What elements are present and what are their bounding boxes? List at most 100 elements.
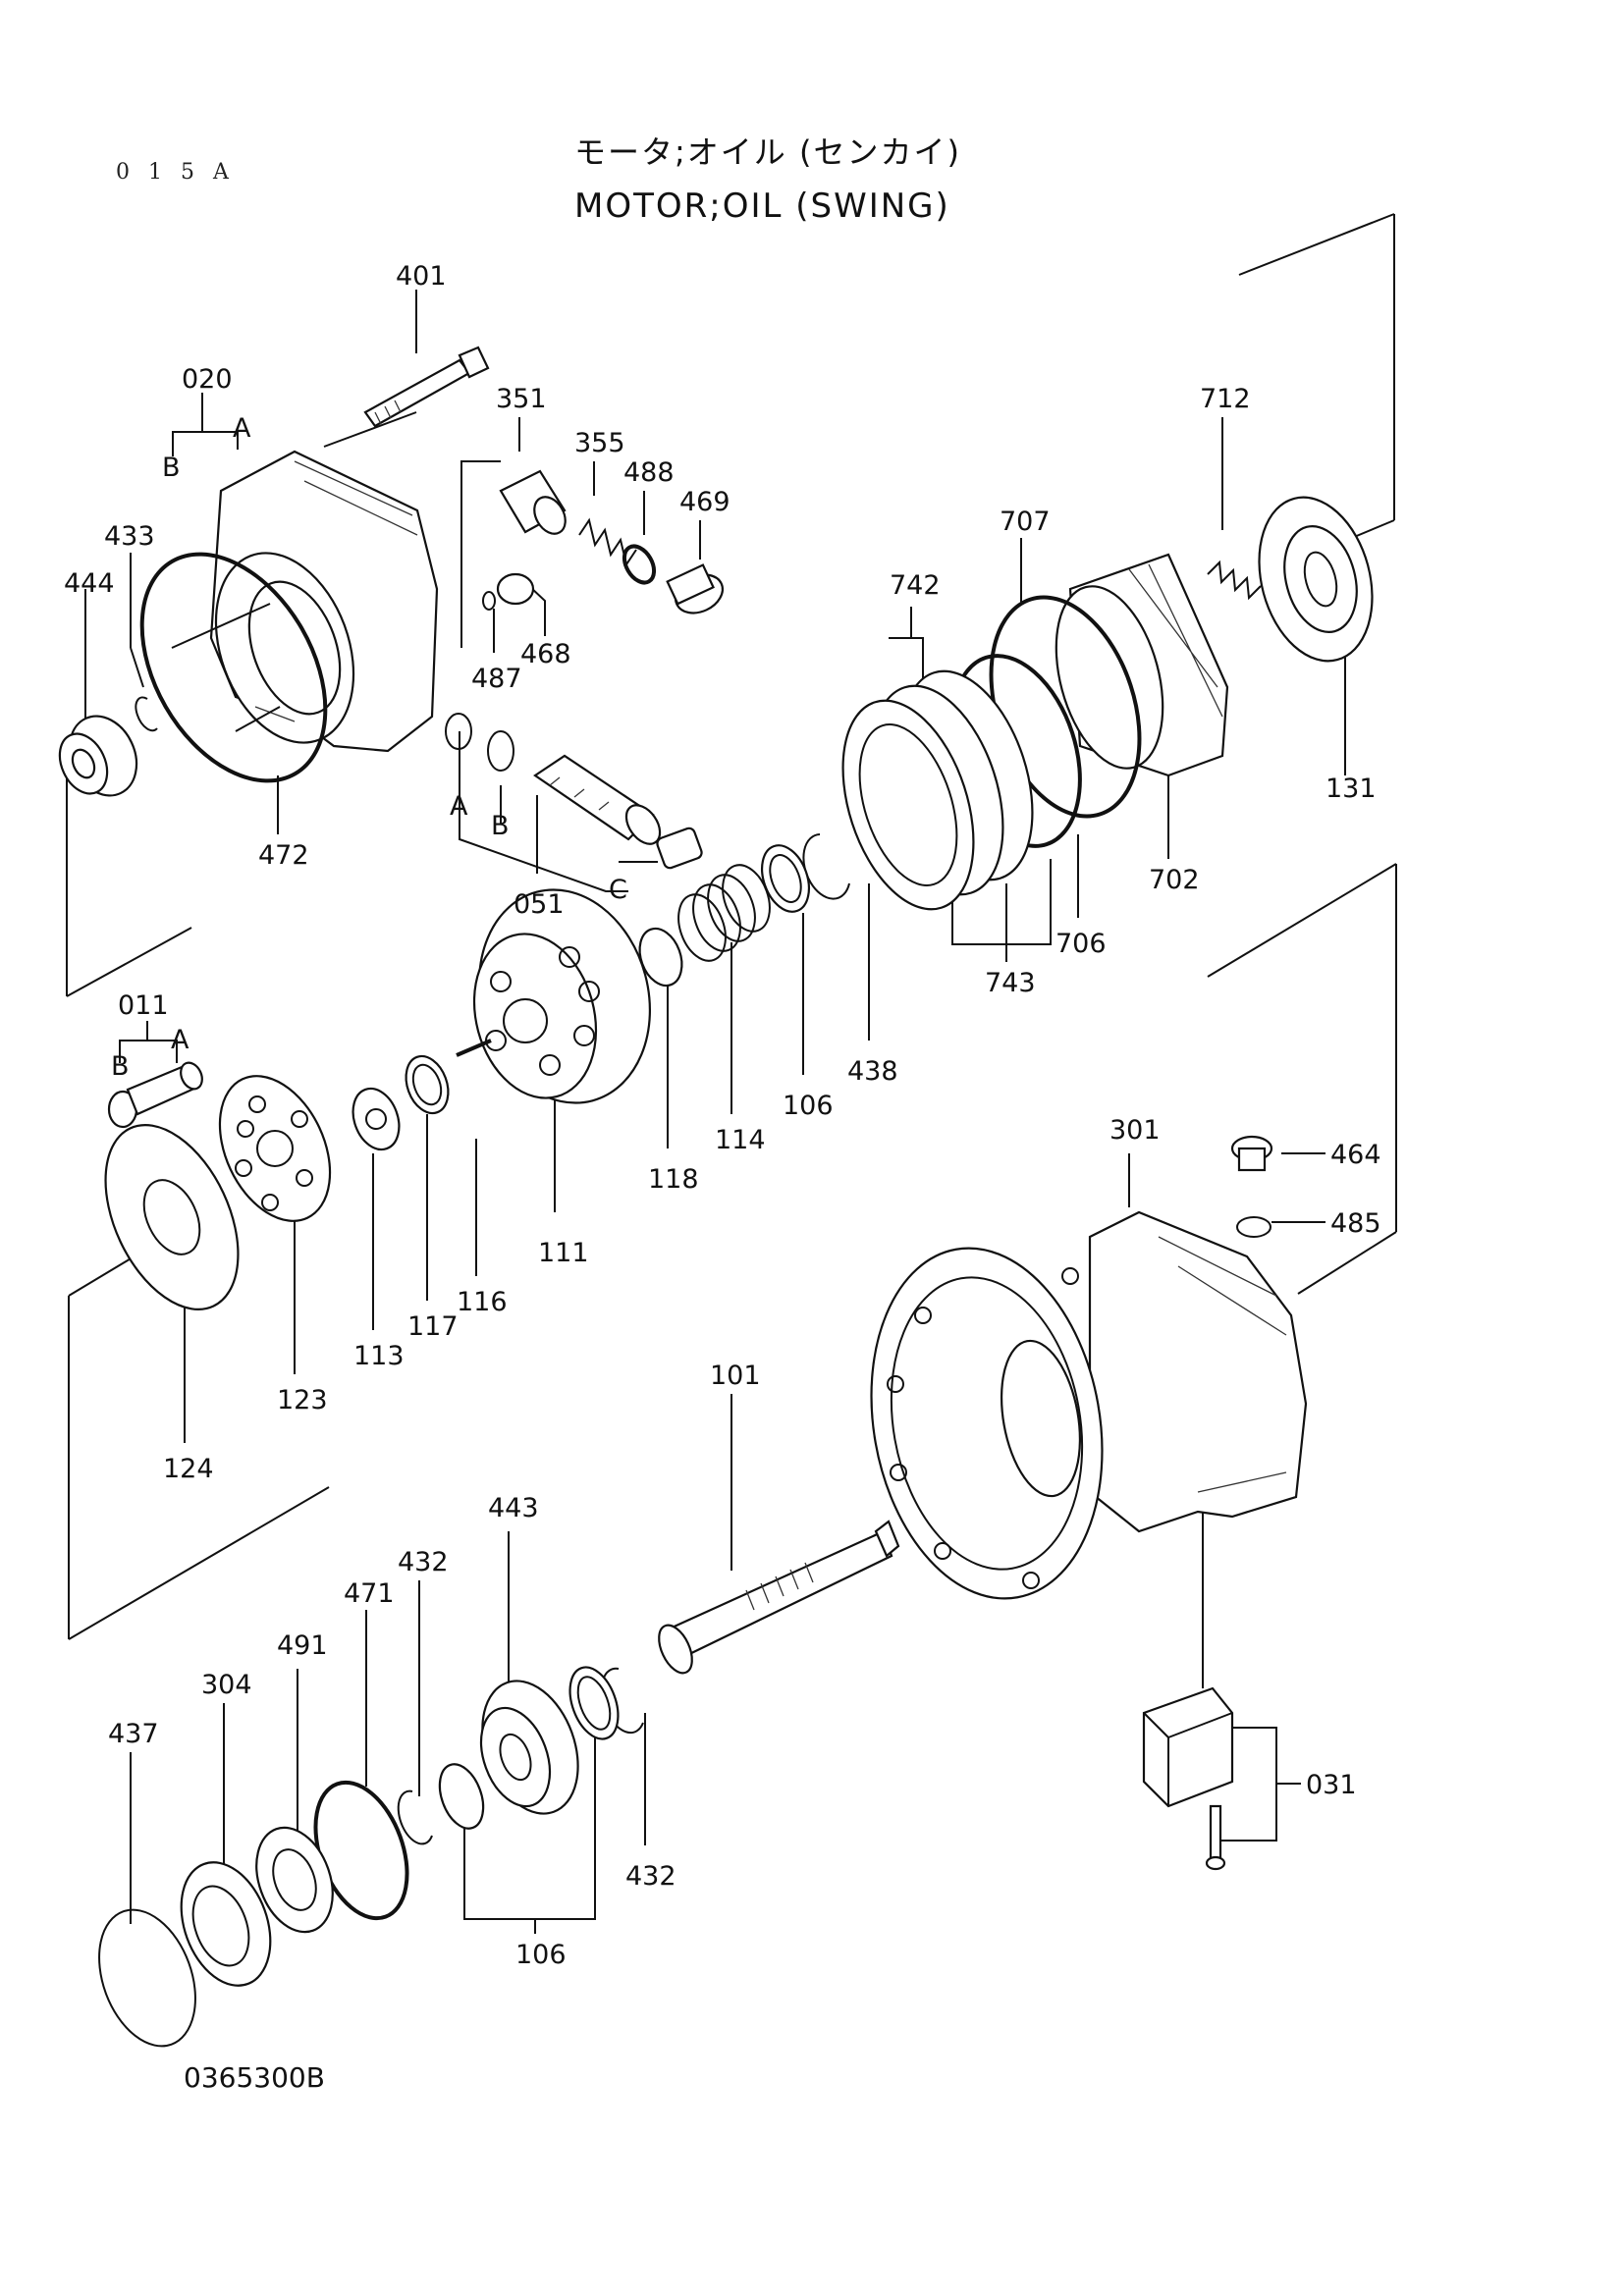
cap-c xyxy=(656,827,703,870)
oil-seal-491 xyxy=(255,1826,334,1934)
callout-labels: 401 020 A B 351 355 488 469 712 707 742 … xyxy=(64,261,1381,1970)
callout-743: 743 xyxy=(985,968,1036,998)
drive-shaft-101 xyxy=(658,1520,900,1675)
callout-432-upper: 432 xyxy=(398,1547,449,1577)
callout-433: 433 xyxy=(104,521,155,552)
bearing-443 xyxy=(479,1680,579,1815)
callout-438: 438 xyxy=(847,1056,898,1087)
spacer-106 xyxy=(761,844,810,913)
callout-304: 304 xyxy=(201,1670,252,1700)
drawing-number: 0365300B xyxy=(184,2061,325,2094)
callout-468: 468 xyxy=(520,639,571,669)
callout-488: 488 xyxy=(623,457,675,488)
spool-051 xyxy=(533,754,662,845)
swash-plate-124 xyxy=(104,1124,240,1310)
callout-116: 116 xyxy=(457,1287,508,1317)
callout-123: 123 xyxy=(277,1385,328,1415)
snap-ring-432-left xyxy=(397,1789,433,1845)
callout-118: 118 xyxy=(648,1164,699,1195)
plug-468 xyxy=(496,572,535,606)
retainer-plate-123 xyxy=(218,1075,332,1222)
piston-011 xyxy=(107,1061,203,1129)
callout-031: 031 xyxy=(1306,1770,1357,1800)
callout-712: 712 xyxy=(1200,384,1251,414)
callout-707: 707 xyxy=(1000,507,1051,537)
callout-443: 443 xyxy=(488,1493,539,1523)
callout-487: 487 xyxy=(471,664,522,694)
callout-444: 444 xyxy=(64,568,115,599)
group-frame-lines xyxy=(66,213,1397,1640)
callout-011-b: B xyxy=(111,1051,130,1082)
valve-plate-131 xyxy=(1258,496,1374,663)
o-ring-488 xyxy=(622,544,657,585)
cover-304 xyxy=(180,1861,272,1987)
callout-471: 471 xyxy=(344,1578,395,1609)
callout-301: 301 xyxy=(1109,1115,1161,1146)
callout-124: 124 xyxy=(163,1454,214,1484)
callout-131: 131 xyxy=(1325,774,1377,804)
cylinder-block-111 xyxy=(472,888,651,1104)
callout-020: 020 xyxy=(182,364,233,395)
o-ring-472 xyxy=(139,552,328,783)
friction-plates-742-743 xyxy=(841,669,1034,911)
page-code: 0 1 5 A xyxy=(116,160,235,185)
ring-117 xyxy=(405,1054,450,1115)
plug-469 xyxy=(666,563,725,614)
o-ring-487 xyxy=(482,591,496,611)
callout-706: 706 xyxy=(1055,929,1107,959)
spring-712 xyxy=(1207,560,1262,601)
diagram-title-japanese: モータ;オイル (センカイ) xyxy=(574,133,961,171)
callout-011-a: A xyxy=(171,1025,189,1055)
callout-051-b: B xyxy=(491,811,510,841)
spring-114 xyxy=(677,864,771,962)
callout-355: 355 xyxy=(574,428,625,458)
bolt-401 xyxy=(363,346,490,428)
o-ring-485 xyxy=(1236,1216,1271,1238)
callout-020-a: A xyxy=(233,413,251,444)
o-ring-a xyxy=(445,713,472,750)
callout-114: 114 xyxy=(715,1125,766,1155)
spacer-106-lower-left xyxy=(438,1763,485,1830)
valve-351 xyxy=(499,469,567,535)
snap-ring-437 xyxy=(98,1908,196,2048)
callout-051-c: C xyxy=(609,875,627,905)
pin-116 xyxy=(456,1039,492,1057)
callout-432-lower: 432 xyxy=(625,1861,676,1892)
callout-011: 011 xyxy=(118,990,169,1021)
callout-101: 101 xyxy=(710,1361,761,1391)
callout-702: 702 xyxy=(1149,865,1200,895)
leader-lines xyxy=(68,290,1346,1934)
callout-464: 464 xyxy=(1330,1140,1381,1170)
callout-113: 113 xyxy=(353,1341,405,1371)
spherical-bushing-113 xyxy=(352,1087,401,1151)
spring-355 xyxy=(578,517,637,567)
callout-351: 351 xyxy=(496,384,547,414)
callout-401: 401 xyxy=(396,261,447,292)
relief-valve-block-031 xyxy=(1142,1686,1234,1871)
callout-491: 491 xyxy=(277,1630,328,1661)
callout-111: 111 xyxy=(538,1238,589,1268)
callout-106-lower: 106 xyxy=(515,1940,567,1970)
callout-051: 051 xyxy=(514,889,565,920)
cover-housing-020 xyxy=(209,450,439,753)
casing-301 xyxy=(870,1210,1308,1600)
spacer-106-lower xyxy=(568,1666,620,1740)
callout-117: 117 xyxy=(407,1311,459,1342)
callout-472: 472 xyxy=(258,840,309,871)
snap-ring-438 xyxy=(802,833,850,900)
snap-ring-433 xyxy=(135,696,158,732)
dowel-pin xyxy=(171,603,271,649)
callout-742: 742 xyxy=(890,570,941,601)
seal-b xyxy=(487,730,514,772)
callout-106-upper: 106 xyxy=(783,1091,834,1121)
callout-020-b: B xyxy=(162,453,181,483)
brake-piston-702 xyxy=(1055,553,1229,777)
callout-485: 485 xyxy=(1330,1208,1381,1239)
plug-464 xyxy=(1230,1135,1273,1172)
bearing-444 xyxy=(58,715,138,797)
callout-437: 437 xyxy=(108,1719,159,1749)
callout-051-a: A xyxy=(450,791,468,822)
callout-469: 469 xyxy=(679,487,730,517)
diagram-title-english: MOTOR;OIL (SWING) xyxy=(574,187,950,226)
